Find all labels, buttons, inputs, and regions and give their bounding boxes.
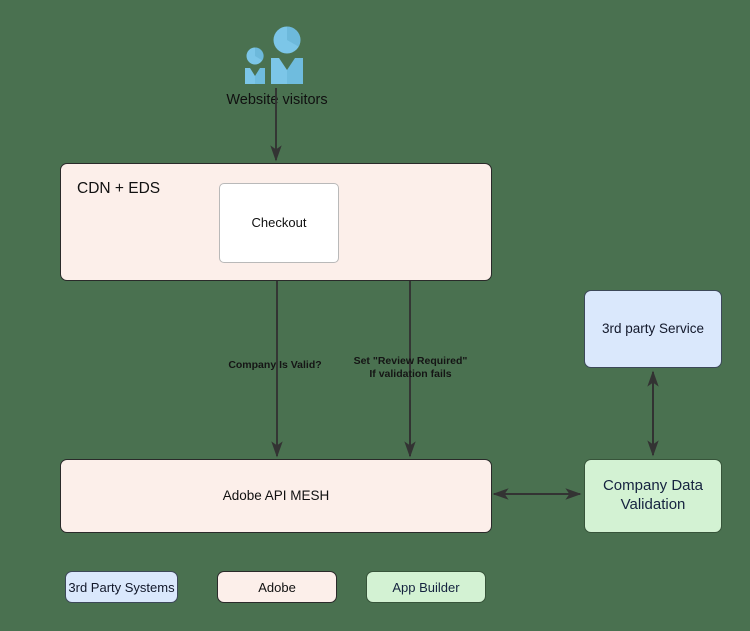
website-visitors-label: Website visitors [226, 92, 328, 108]
legend-item-app-builder-label: App Builder [392, 579, 460, 595]
node-adobe-api-mesh-label: Adobe API MESH [222, 487, 330, 503]
legend-item-adobe[interactable]: Adobe [217, 571, 337, 603]
node-cdn-eds-label: CDN + EDS [77, 180, 161, 197]
node-checkout[interactable]: Checkout [219, 183, 339, 263]
people-group-icon [238, 26, 316, 88]
legend-item-third-party-systems[interactable]: 3rd Party Systems [65, 571, 178, 603]
node-checkout-label: Checkout [251, 214, 307, 230]
node-company-data-validation[interactable]: Company Data Validation [584, 459, 722, 533]
legend-item-app-builder[interactable]: App Builder [366, 571, 486, 603]
node-company-data-validation-label: Company Data Validation [602, 477, 704, 513]
legend-item-third-party-systems-label: 3rd Party Systems [68, 579, 175, 595]
legend-item-adobe-label: Adobe [258, 579, 296, 595]
node-adobe-api-mesh[interactable]: Adobe API MESH [60, 459, 492, 533]
node-third-party-service-label: 3rd party Service [601, 320, 705, 336]
edge-label-review-required: Set "Review Required" If validation fail… [353, 355, 468, 381]
node-third-party-service[interactable]: 3rd party Service [584, 290, 722, 368]
edge-label-company-is-valid: Company Is Valid? [228, 359, 322, 371]
